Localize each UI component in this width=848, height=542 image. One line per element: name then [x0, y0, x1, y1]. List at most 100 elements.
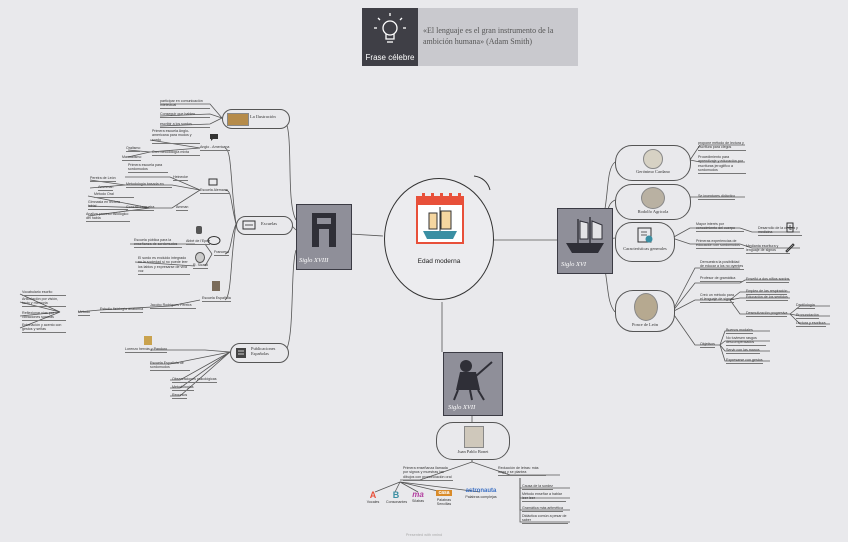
leon-portrait: [634, 293, 658, 321]
xvii-right-item-1: Causa de la sordez: [522, 484, 553, 490]
caracteristicas-label: Características generales: [623, 246, 667, 251]
xvii-right-text: Reducción de letras: más larga y se plan…: [498, 466, 546, 477]
knight-icon: [453, 360, 493, 401]
hub-siglo-xvi[interactable]: Siglo XVI: [557, 208, 613, 274]
gonzalo-item-1: Método Oral: [94, 192, 134, 198]
footer-text: Presented with xmind: [405, 533, 443, 537]
objetivo-4: Expresarse con gestos: [726, 358, 763, 364]
cardano-label: Gerónimo Cardano: [636, 169, 670, 174]
gonzalo-item-3: Analiza proceso fisiológico del habla: [86, 212, 130, 223]
ilustracion-item-1: participar en comunicación intelectual: [160, 99, 210, 110]
silabas-mark: ma: [412, 490, 424, 499]
icon-palabras-complejas: astronauta Palabras complejas: [462, 488, 500, 499]
node-ilustracion[interactable]: La Ilustración: [222, 109, 290, 129]
xvii-right-item-4: Didáctica común a pesar de saber: [522, 514, 568, 525]
hub-siglo-xvii-label: Siglo XVII: [448, 404, 476, 411]
node-agricola[interactable]: Rodolfo Agricola: [615, 184, 691, 220]
center-label: Edad moderna: [417, 258, 461, 265]
quote-badge-label: Frase célebre: [365, 53, 415, 62]
hervas-label: Lorenzo hervás y Panduro: [125, 347, 168, 353]
hub-siglo-xviii[interactable]: Siglo XVIII: [296, 204, 352, 270]
amman-label: Ammman: [98, 185, 114, 191]
center-node[interactable]: Edad moderna: [384, 178, 494, 300]
epee-text: Escuela pública para la enseñanza de sor…: [134, 238, 182, 249]
sicard-label: R. Sicard: [193, 263, 208, 269]
publicaciones-item-2: Metodologías: [172, 385, 194, 391]
leon-gramatica-sub: Enseñó a dos niños sordos: [746, 277, 790, 283]
epee-portrait: [196, 226, 202, 234]
agricola-label: Rodolfo Agricola: [637, 209, 669, 214]
building-icon: [312, 213, 336, 247]
ilustracion-item-2: Conseguir que hablen: [160, 112, 210, 118]
vocales-mark: A: [369, 490, 377, 500]
writing-icon: [785, 243, 795, 253]
manualismo-label: Manualismo: [122, 155, 142, 161]
agricola-item-1: Se inventores didáctico: [698, 194, 736, 200]
lightbulb-icon: [374, 13, 406, 43]
metodo-item-4: Entonación y acento con gestos y señas: [22, 323, 66, 334]
francesa-label: Francesa: [214, 250, 229, 256]
node-escuelas[interactable]: Escuelas: [236, 216, 293, 235]
caract-item-2: Primeras experiencias de educación con s…: [696, 239, 744, 250]
metodo-label: Método: [78, 310, 90, 316]
quote-badge: Frase célebre: [362, 8, 418, 66]
node-publicaciones[interactable]: Publicaciones Españolas: [230, 343, 289, 363]
objetivo-3: Servir con las manos: [726, 348, 760, 354]
node-caracteristicas[interactable]: Características generales: [615, 222, 675, 262]
node-bonet[interactable]: Juan Pablo Bonet: [436, 422, 510, 460]
cardano-item-1: propone método de lectura y escritura pa…: [698, 141, 746, 152]
objetivo-2: No tuviesen rasgos descompensados: [726, 336, 766, 347]
desmut-item-2: Pronunciación: [796, 313, 819, 319]
node-leon[interactable]: Ponce de León: [615, 290, 675, 332]
espanola-text: Jacobo Rodrigues Pereira: [150, 303, 196, 309]
hervas-portrait: [144, 336, 152, 345]
flag-icon: [207, 236, 221, 245]
palabras-sencillas-label: Palabras Sencillas: [436, 498, 452, 507]
metodo-item-2: Articulación por visión, tacto y memoria: [22, 297, 66, 308]
publicaciones-label: Publicaciones Españolas: [251, 346, 276, 357]
caract-subitem-2: Medianta escritura y lenguaje de signos: [746, 244, 790, 255]
anglo-item-1: Primera escuela Anglo-americana para mud…: [152, 129, 200, 144]
espanola-portrait: [212, 281, 220, 291]
ilustracion-label: La Ilustración: [250, 114, 276, 119]
bonet-label: Juan Pablo Bonet: [457, 449, 489, 454]
cardano-item-2: Procedimiento para aprendizaje y educaci…: [698, 155, 746, 175]
agricola-portrait: [641, 187, 665, 209]
epee-label: Abbé de l'Epée: [186, 239, 211, 245]
gonzalo-label: Gonzalo Luqueira: [126, 205, 155, 211]
icon-palabras-sencillas: casa Palabras Sencillas: [430, 490, 458, 507]
hub-siglo-xvii[interactable]: Siglo XVII: [443, 352, 503, 416]
vocales-label: Vocales: [366, 500, 380, 504]
heinecke-label: Heinecke: [173, 175, 188, 181]
anglo-label: Anglo - Americana: [200, 145, 230, 151]
palabras-sencillas-mark: casa: [436, 490, 452, 496]
school-board-icon: [242, 220, 256, 230]
desmut-item-1: Dactilología: [796, 303, 815, 309]
center-arc: [473, 175, 491, 191]
amman-node: Amman: [176, 205, 189, 211]
estudio-label: Estudio fisiología anatomía: [100, 307, 144, 313]
publicaciones-item-1: Observaciones psicológicas: [172, 377, 217, 383]
objetivo-1: Buenos modales: [726, 328, 753, 334]
metodo-item-1: Vocabulario escrito: [22, 290, 66, 296]
icon-vocales: A Vocales: [366, 490, 380, 504]
alemana-item-1: Primera escuela para sordomudos: [128, 163, 168, 174]
oralismo-label: Oralismo: [126, 146, 141, 152]
leon-metodo-sub-1: Empleo de las respiración: [746, 289, 788, 295]
publicaciones-item-3: Recursos: [172, 393, 188, 399]
palabras-complejas-label: Palabras complejas: [465, 495, 497, 499]
icon-silabas: ma Sílabas: [410, 490, 426, 503]
caract-item-1: Mayor interés por conocimiento del cuerp…: [696, 222, 744, 233]
quote-text: «El lenguaje es el gran instrumento de l…: [423, 26, 554, 46]
leon-item-2: Profesor de gramática: [700, 276, 742, 282]
alemana-label: Escuela Alemana: [200, 188, 230, 194]
xvii-right-item-2: Método enseñar a hablar leer leer: [522, 492, 566, 503]
escuelas-label: Escuelas: [261, 221, 278, 226]
ship-calendar-icon: [416, 193, 464, 244]
node-cardano[interactable]: Gerónimo Cardano: [615, 145, 691, 181]
xvii-left-text: Primera enseñanza llamada por signos y m…: [403, 466, 453, 481]
checklist-icon: [637, 227, 653, 243]
medicine-icon: [786, 222, 794, 233]
gonzalo-item-2: Gimnasia en lectura labial: [88, 200, 128, 211]
